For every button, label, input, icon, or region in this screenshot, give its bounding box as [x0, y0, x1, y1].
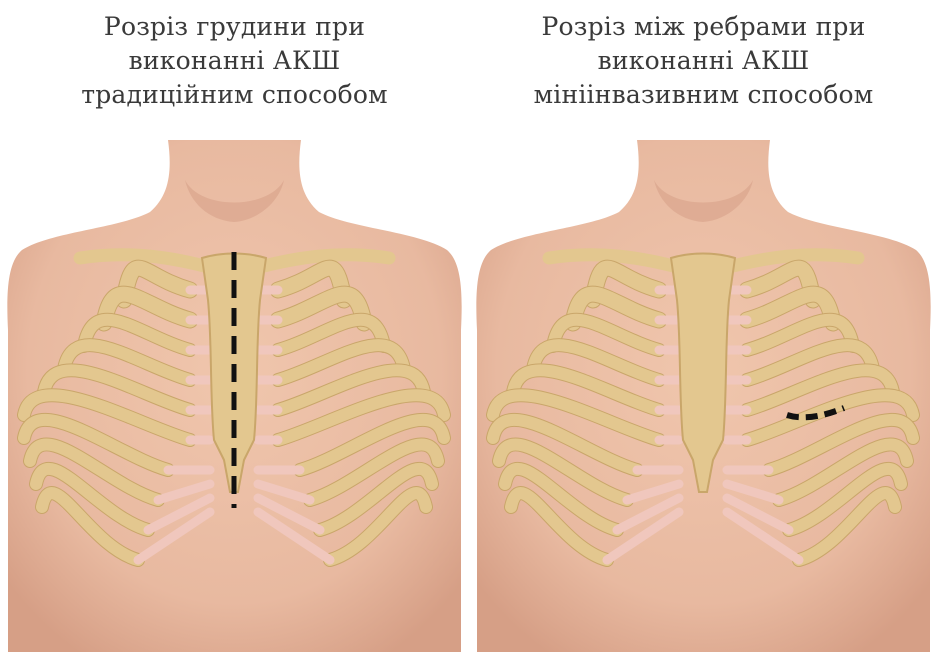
panel-traditional: Розріз грудини при виконанні АКШ традиці…	[0, 0, 469, 652]
caption-line: виконанні АКШ	[469, 44, 938, 78]
chest-illustration-minimally-invasive	[469, 140, 938, 652]
caption-line: традиційним способом	[0, 78, 469, 112]
caption-line: Розріз між ребрами при	[469, 10, 938, 44]
torso-figure	[0, 140, 469, 652]
torso-figure	[469, 140, 938, 652]
panel-minimally-invasive: Розріз між ребрами при виконанні АКШ мін…	[469, 0, 938, 652]
caption-line: Розріз грудини при	[0, 10, 469, 44]
caption-line: мініінвазивним способом	[469, 78, 938, 112]
caption-minimally-invasive: Розріз між ребрами при виконанні АКШ мін…	[469, 10, 938, 112]
caption-traditional: Розріз грудини при виконанні АКШ традиці…	[0, 10, 469, 112]
caption-line: виконанні АКШ	[0, 44, 469, 78]
chest-illustration-traditional	[0, 140, 469, 652]
